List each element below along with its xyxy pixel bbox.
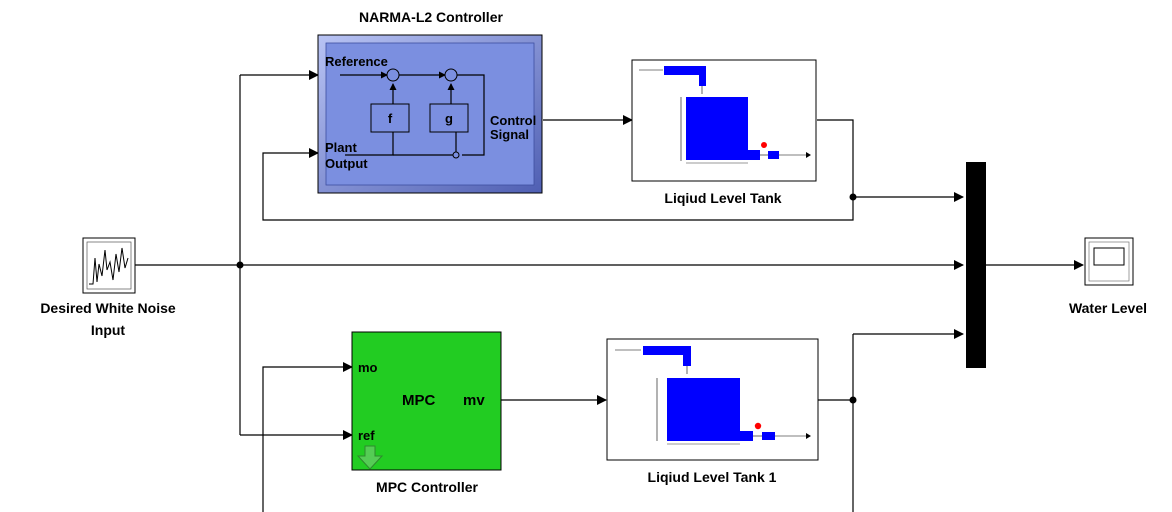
- noise-waveform-icon: [89, 247, 129, 285]
- tank-1-icon: [615, 346, 811, 445]
- mux-block[interactable]: [966, 162, 986, 368]
- narma-port-output: Output: [325, 156, 368, 171]
- wire-tank1-output[interactable]: [818, 334, 854, 401]
- wire-to-mpc-mo[interactable]: [262, 362, 353, 512]
- branch-point: [236, 261, 244, 269]
- mpc-center-label: MPC: [402, 392, 436, 409]
- narma-title: NARMA-L2 Controller: [359, 9, 503, 25]
- white-noise-block[interactable]: [82, 237, 136, 294]
- wire-tank-output[interactable]: [817, 119, 854, 197]
- noise-title-line1: Desired White Noise: [40, 300, 176, 316]
- tank-title: Liqiud Level Tank: [664, 190, 781, 206]
- narma-port-signal: Signal: [490, 127, 529, 142]
- liquid-level-tank-1-block[interactable]: [606, 338, 819, 461]
- liquid-level-tank-block[interactable]: [631, 59, 817, 182]
- mpc-title: MPC Controller: [376, 479, 478, 495]
- narma-internal-diagram: f g: [340, 68, 485, 159]
- signal-lines: [135, 70, 1084, 512]
- narma-port-reference: Reference: [325, 54, 388, 69]
- noise-title-line2: Input: [91, 322, 126, 338]
- narma-controller-block[interactable]: f g Reference Plant Output Control Signa…: [317, 34, 543, 194]
- wire-plant-feedback[interactable]: [262, 148, 854, 221]
- down-arrow-icon: [356, 445, 384, 470]
- tank-1-title: Liqiud Level Tank 1: [648, 469, 777, 485]
- g-block: [429, 103, 469, 133]
- svg-text:f: f: [388, 111, 393, 126]
- mpc-port-ref: ref: [358, 428, 375, 443]
- branch-point-tank1: [849, 396, 857, 404]
- mpc-port-mv: mv: [463, 392, 485, 409]
- scope-block[interactable]: [1084, 237, 1134, 286]
- mpc-controller-block[interactable]: mo ref MPC mv: [351, 331, 502, 471]
- f-block: [370, 103, 410, 133]
- svg-text:g: g: [445, 111, 453, 126]
- tank-icon: [639, 66, 811, 164]
- mpc-port-mo: mo: [358, 360, 378, 375]
- narma-port-plant: Plant: [325, 140, 357, 155]
- scope-screen-icon: [1093, 247, 1125, 266]
- narma-port-control: Control: [490, 113, 536, 128]
- scope-title: Water Level: [1069, 300, 1147, 316]
